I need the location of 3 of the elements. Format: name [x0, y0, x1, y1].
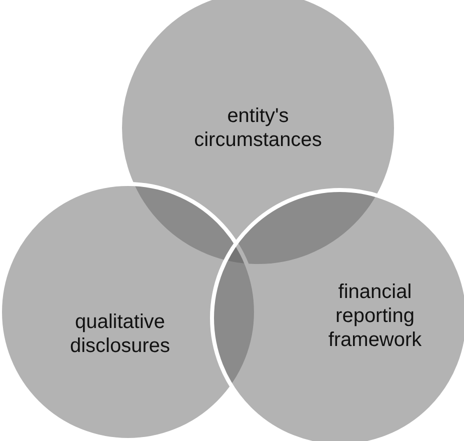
circle-label: qualitative disclosures	[68, 310, 172, 358]
circle-label: financial reporting framework	[327, 280, 423, 352]
circle-label: entity's circumstances	[193, 104, 323, 152]
